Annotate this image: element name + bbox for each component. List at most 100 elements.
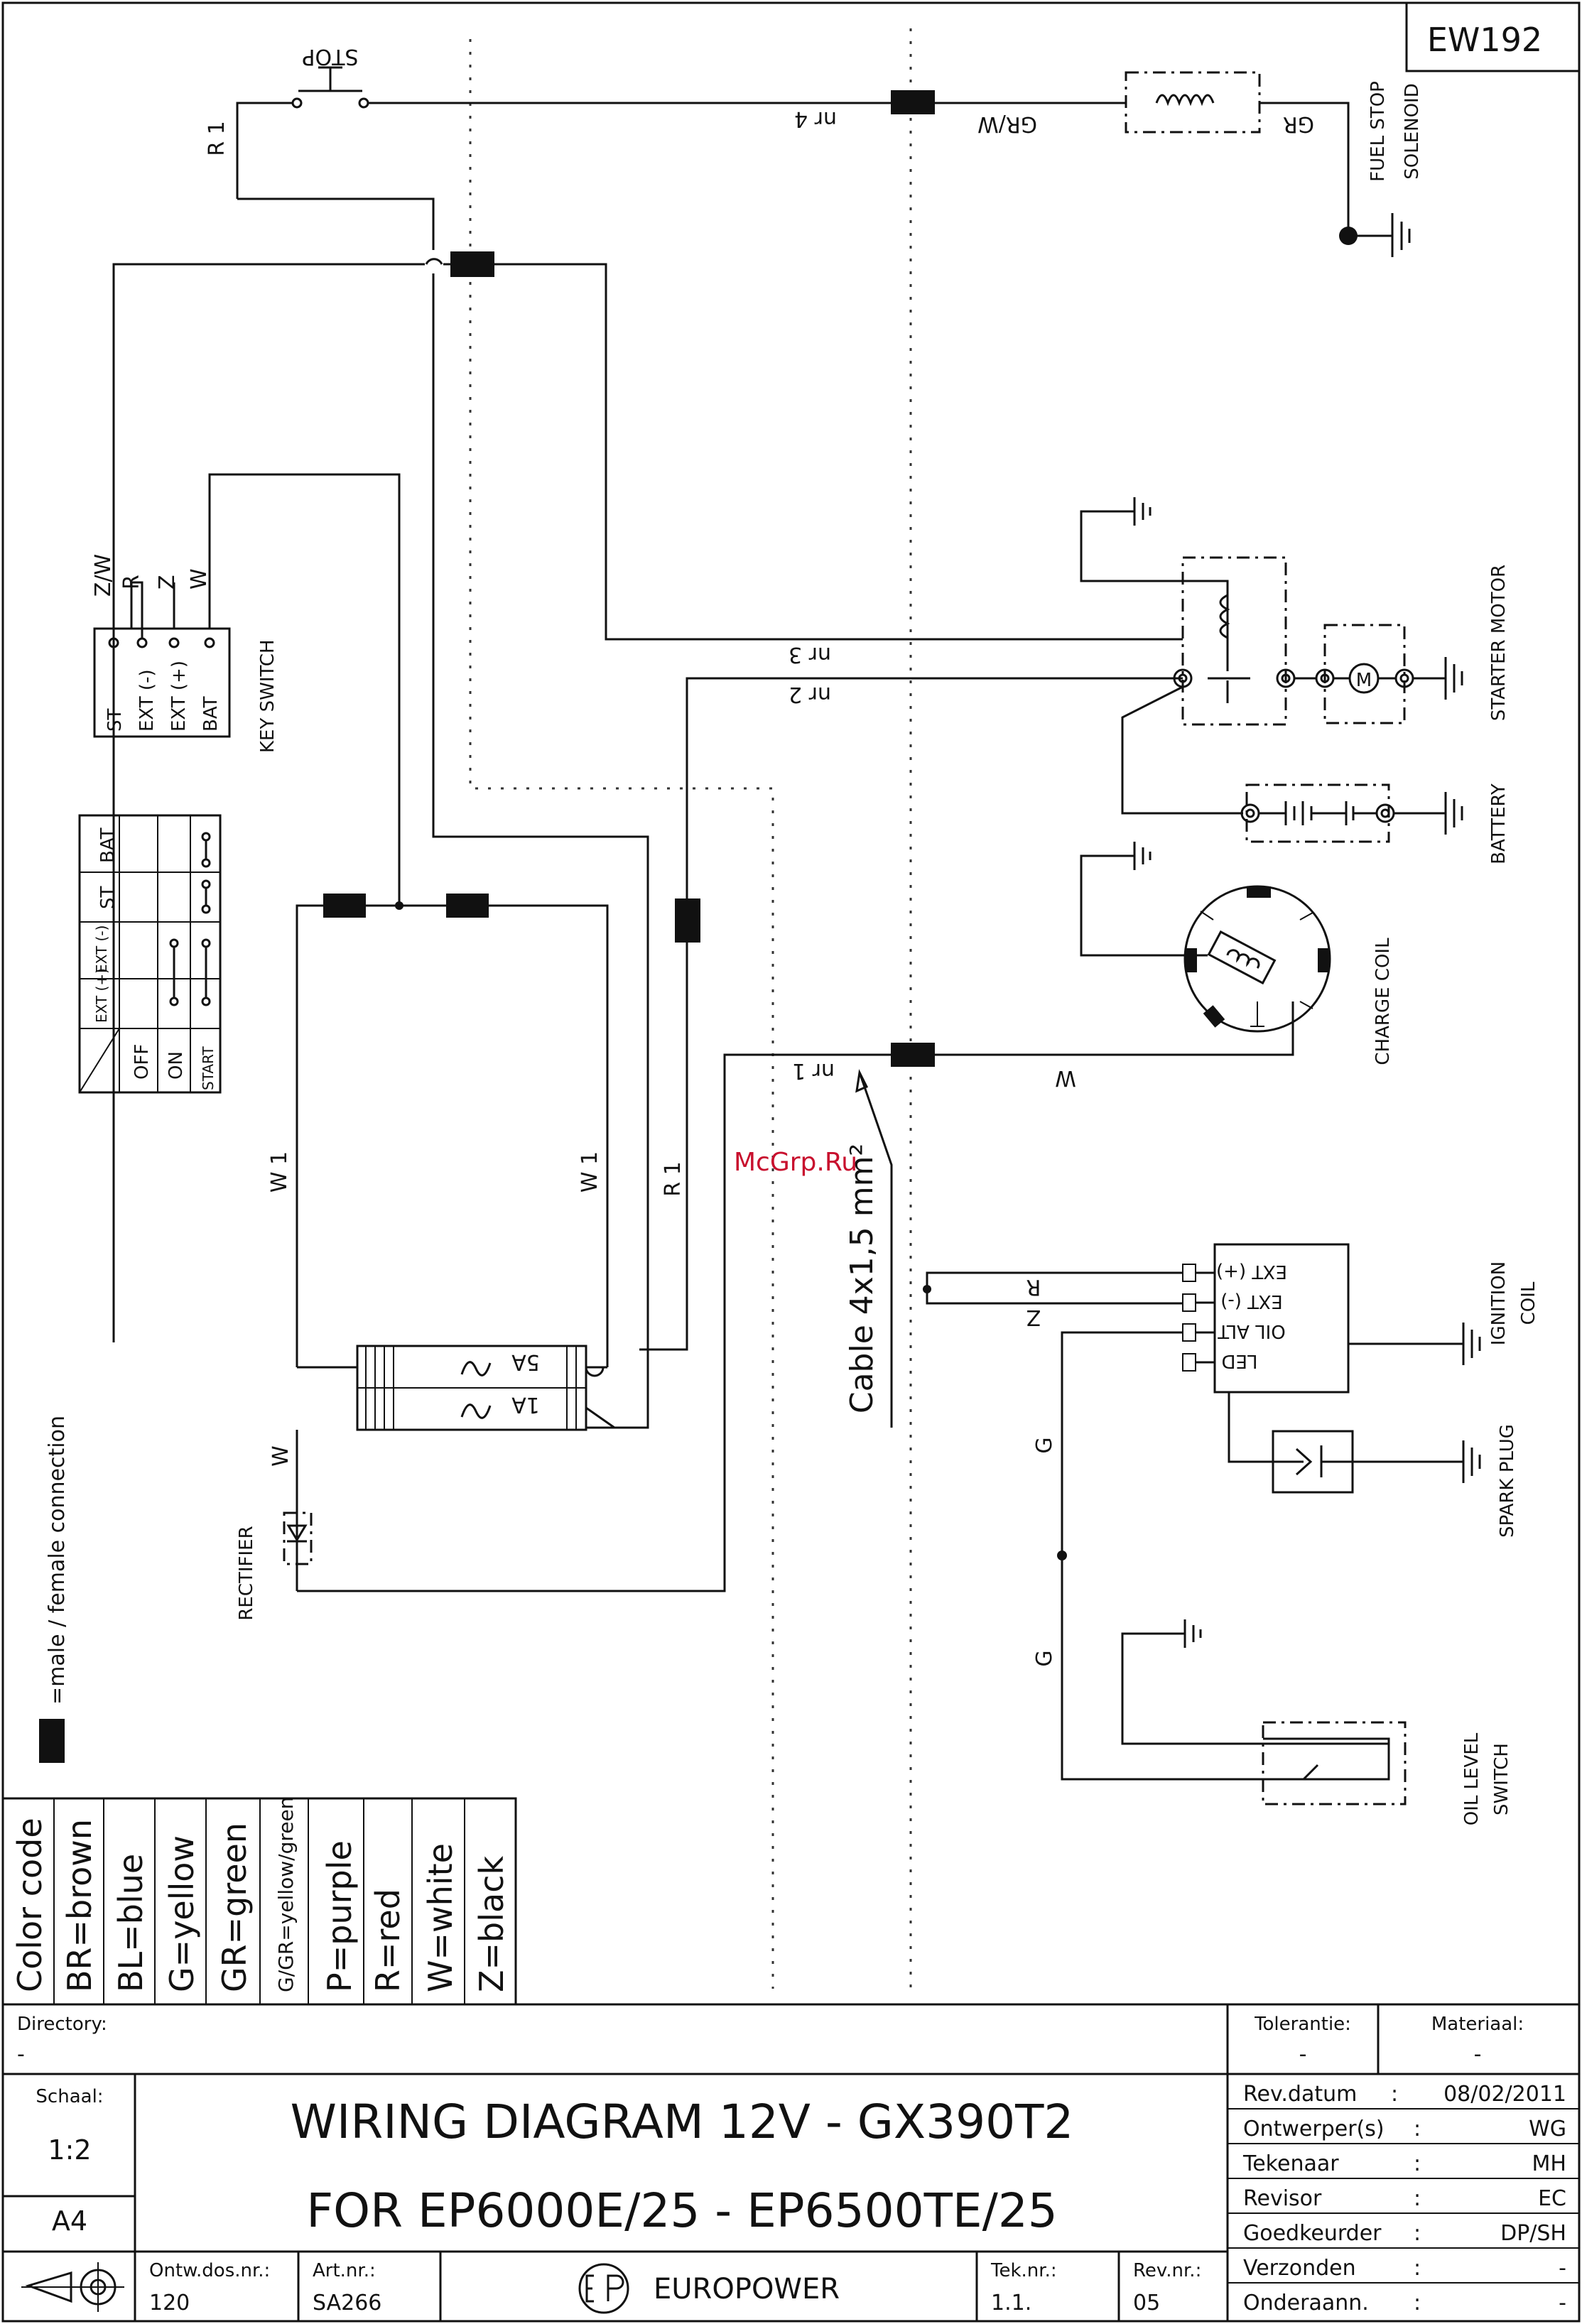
- key-terminal-bat: BAT: [200, 696, 222, 732]
- rev-row-key: Goedkeurder: [1243, 2221, 1382, 2246]
- rev-row-value: EC: [1538, 2186, 1566, 2211]
- projection-symbol: [21, 2262, 124, 2312]
- paper-size: A4: [52, 2205, 87, 2237]
- art-value: SA266: [313, 2291, 381, 2315]
- fuse-block: 5A 1A: [297, 1345, 648, 1431]
- fuse-1a: 1A: [511, 1392, 540, 1417]
- table-row-st: ST: [97, 886, 119, 909]
- directory-label: Directory:: [17, 2014, 107, 2035]
- spark-plug: SPARK PLUG: [1228, 1392, 1518, 1538]
- color-code-g-gr: G/GR=yellow/green: [274, 1797, 298, 1992]
- title-line-1: WIRING DIAGRAM 12V - GX390T2: [291, 2095, 1074, 2149]
- tolerance-label: Tolerantie:: [1254, 2014, 1351, 2035]
- connector-w1-left: [323, 894, 366, 918]
- color-code-r: R=red: [369, 1889, 407, 1992]
- scale-label: Schaal:: [36, 2086, 103, 2107]
- cable-label: Cable 4x1,5 mm²: [844, 1144, 880, 1413]
- key-terminal-ext-plus: EXT (+): [168, 661, 190, 732]
- ignition-coil: EXT (+) EXT (-) OIL ALT LED R Z IGNITION…: [923, 1243, 1539, 1394]
- tolerance-value: -: [1299, 2042, 1307, 2067]
- title-line-2: FOR EP6000E/25 - EP6500TE/25: [306, 2183, 1058, 2238]
- revision-table: Rev.datum : 08/02/2011 Ontwerper(s) : WG…: [1242, 2082, 1566, 2315]
- rev-row-key: Revisor: [1243, 2186, 1322, 2211]
- scale-value: 1:2: [48, 2134, 91, 2166]
- rev-row-sep: :: [1414, 2186, 1421, 2211]
- rev-row-sep: :: [1414, 2291, 1421, 2315]
- r-label-ign: R: [1026, 1274, 1041, 1299]
- w-label-rectifier: W: [269, 1445, 293, 1467]
- stop-label: STOP: [302, 44, 358, 69]
- ontw-value: 120: [149, 2291, 190, 2315]
- harness-wires: R 1 nr 3 nr 2: [112, 197, 1183, 1429]
- ign-terminal-oil-alt: OIL ALT: [1218, 1320, 1286, 1342]
- color-code-p: P=purple: [320, 1840, 359, 1992]
- w-label-coil: W: [1055, 1065, 1076, 1090]
- nr2-label: nr 2: [789, 682, 831, 707]
- oil-level-label-1: OIL LEVEL: [1461, 1732, 1483, 1825]
- starter-relay: [1080, 497, 1296, 815]
- charge-coil: CHARGE COIL: [1080, 842, 1394, 1065]
- color-code-gr: GR=green: [215, 1823, 254, 1992]
- connector-top-left: [450, 251, 494, 277]
- fuel-solenoid-label: SOLENOID: [1402, 83, 1423, 179]
- color-code-table: Color code BR=brown BL=blue G=yellow GR=…: [1, 1797, 517, 2006]
- ontw-label: Ontw.dos.nr.:: [149, 2260, 270, 2281]
- rev-row-key: Tekenaar: [1242, 2151, 1339, 2176]
- connector-r1: [675, 898, 700, 943]
- starter-motor-label: STARTER MOTOR: [1488, 565, 1510, 721]
- rectifier: W RECTIFIER: [236, 1053, 891, 1621]
- ign-terminal-ext-plus: EXT (+): [1216, 1261, 1287, 1282]
- rev-row-value: 08/02/2011: [1443, 2082, 1566, 2107]
- r1-label-top: R 1: [205, 121, 229, 156]
- wire-nr1: [891, 1001, 1294, 1056]
- key-terminal-st: ST: [104, 708, 126, 732]
- battery: BATTERY: [1240, 783, 1510, 864]
- rev-row-sep: :: [1414, 2256, 1421, 2281]
- oil-level-label-2: SWITCH: [1491, 1743, 1512, 1815]
- color-code-w: W=white: [421, 1843, 460, 1992]
- motor-symbol: M: [1356, 670, 1372, 691]
- color-code-bl: BL=blue: [112, 1854, 150, 1992]
- nr3-label: nr 3: [789, 642, 831, 667]
- rev-row-value: DP/SH: [1500, 2221, 1566, 2246]
- europower-logo: [578, 2263, 629, 2314]
- ignition-label-1: IGNITION: [1488, 1261, 1510, 1345]
- table-pos-on: ON: [166, 1051, 187, 1080]
- color-code-z: Z=black: [472, 1855, 511, 1992]
- rev-label: Rev.nr.:: [1133, 2260, 1201, 2281]
- rev-row-sep: :: [1391, 2082, 1398, 2107]
- title-block: Directory: - Tolerantie: - Materiaal: - …: [3, 2003, 1579, 2321]
- rev-row-key: Rev.datum: [1243, 2082, 1357, 2107]
- rev-row-sep: :: [1414, 2117, 1421, 2141]
- table-row-bat: BAT: [97, 827, 119, 863]
- table-row-ext-plus: EXT (+): [93, 968, 110, 1023]
- w1-label-left: W 1: [267, 1151, 292, 1193]
- key-terminal-ext-minus: EXT (-): [136, 669, 158, 732]
- r-label-key: R: [119, 575, 144, 590]
- g-label-lower: G: [1032, 1650, 1057, 1666]
- g-label-upper: G: [1032, 1437, 1057, 1453]
- rev-value: 05: [1133, 2291, 1160, 2315]
- oil-level-switch: G G OIL LEVEL SWITCH: [1032, 1331, 1512, 1825]
- color-code-title: Color code: [11, 1818, 49, 1992]
- drawing-code-box: [1405, 3, 1579, 72]
- rev-row-value: -: [1559, 2291, 1566, 2315]
- zw-label: Z/W: [91, 554, 116, 597]
- w1-loop: W 1 W 1: [267, 894, 609, 1367]
- connector-nr1: [891, 1043, 935, 1067]
- rev-row-sep: :: [1414, 2151, 1421, 2176]
- grw-label: GR/W: [977, 112, 1037, 136]
- key-switch-label: KEY SWITCH: [257, 639, 278, 753]
- r1-label-mid: R 1: [661, 1161, 686, 1196]
- rev-row-value: WG: [1529, 2117, 1566, 2141]
- w-label-key: W: [187, 568, 212, 590]
- color-code-g: G=yellow: [163, 1835, 201, 1992]
- drawing-code: EW192: [1427, 21, 1542, 59]
- table-row-ext-minus: EXT (-): [93, 925, 110, 973]
- switch-table: BAT ST EXT (-) EXT (+) OFF ON START: [78, 814, 222, 1094]
- z-label-ign: Z: [1026, 1305, 1041, 1330]
- nr4-label: nr 4: [794, 107, 837, 131]
- rectifier-label: RECTIFIER: [236, 1526, 257, 1620]
- connector-nr4: [891, 90, 935, 114]
